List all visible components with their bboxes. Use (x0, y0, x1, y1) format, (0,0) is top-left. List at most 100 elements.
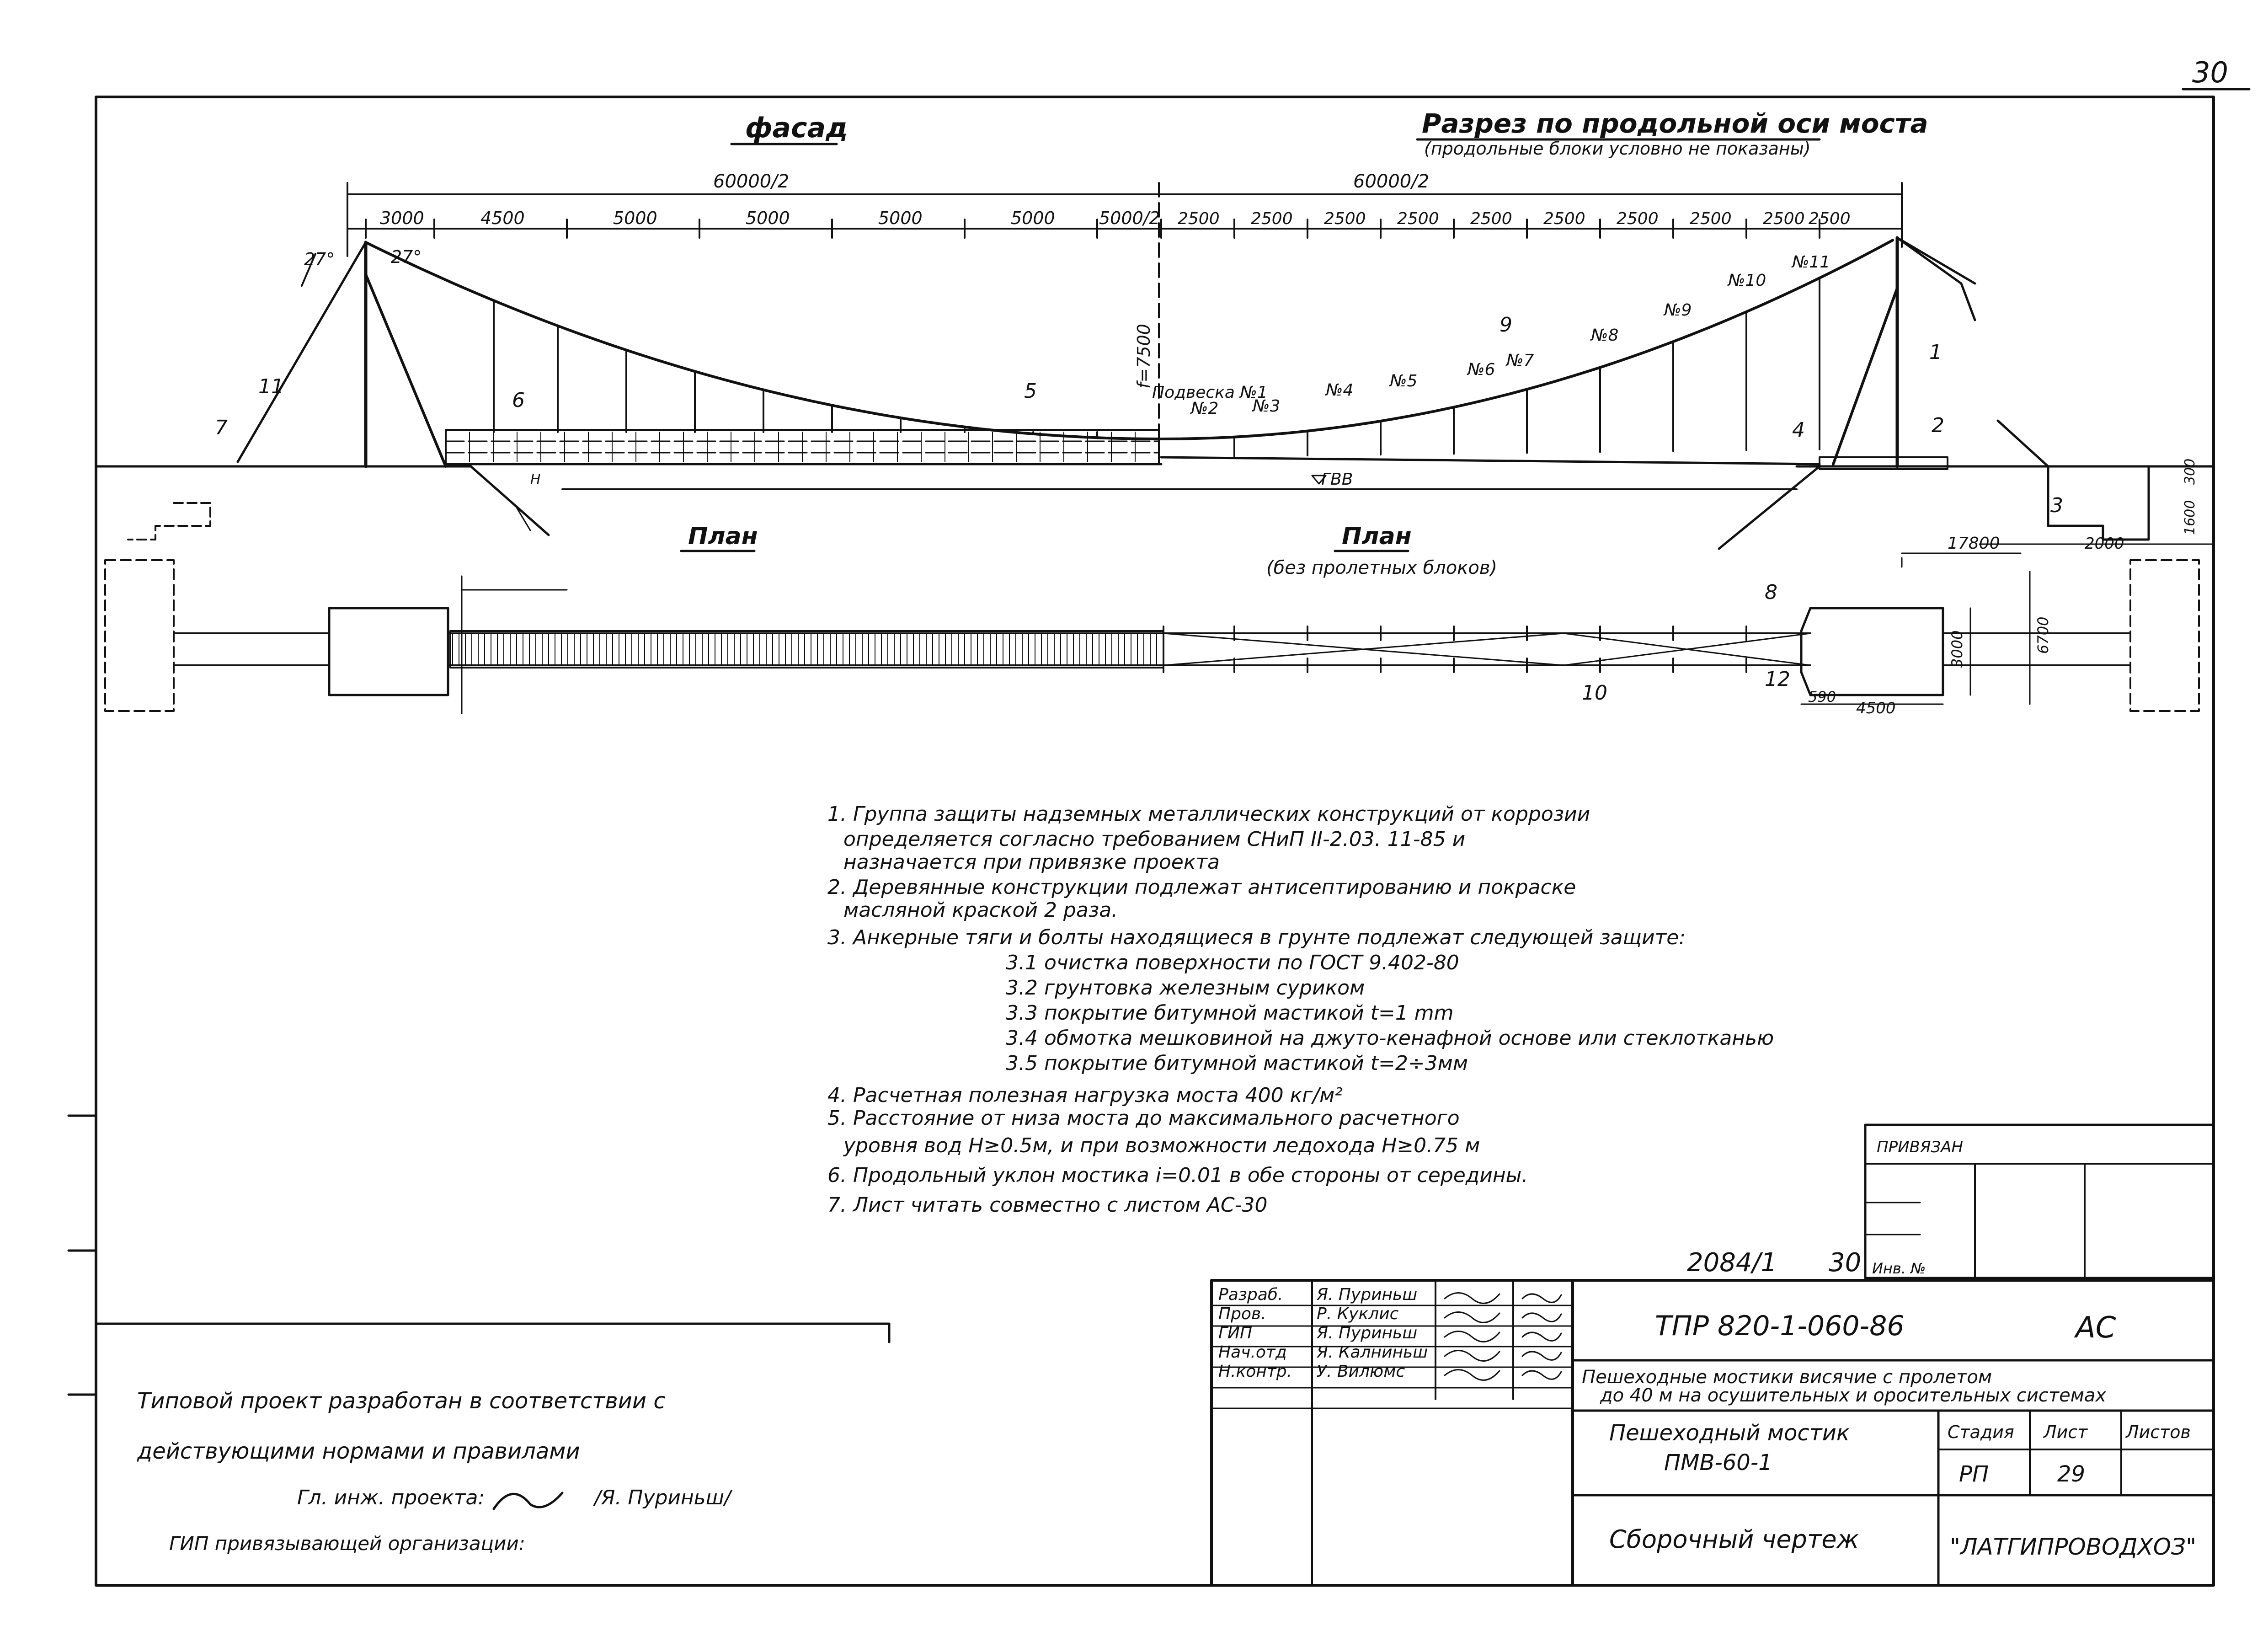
tb-date-mark (1521, 1312, 1562, 1322)
hanger-label: №9 (1663, 301, 1692, 320)
dim-right-label: 2500 (1470, 209, 1512, 228)
organization: "ЛАТГИПРОВОДХОЗ" (1950, 1534, 2196, 1560)
chief-signature (492, 1492, 564, 1510)
hanger-title: Подвеска №1 (1152, 383, 1268, 402)
compliance-block: Типовой проект разработан в соответствии… (95, 1322, 891, 1555)
plan-right-subtitle: (без пролетных блоков) (1266, 557, 1497, 578)
deck-right (1160, 456, 1821, 465)
stage-value: РП (1959, 1461, 1989, 1487)
dim-half-right: 60000/2 (1353, 171, 1429, 192)
note-line: 3.3 покрытие битумной мастикой t=1 mm (1006, 1001, 1454, 1025)
dim-right-label: 2500 (1543, 209, 1585, 228)
note-line: определяется согласно требованием СНиП I… (843, 828, 1465, 851)
dim-right-label: 2500 (1763, 209, 1805, 228)
cable-path (364, 239, 1894, 440)
page-number: 30 (2192, 56, 2228, 89)
dim-3000: 3000 (1948, 631, 1966, 668)
position-callout: 6 (512, 389, 525, 412)
note-line: назначается при привязке проекта (843, 850, 1220, 874)
hanger-label: №5 (1389, 372, 1417, 390)
backstay-right (1896, 236, 1976, 285)
drawing-name: Сборочный чертеж (1609, 1525, 1859, 1554)
dim-590: 590 (1808, 688, 1836, 706)
ground-line (95, 419, 2215, 550)
plan-view (104, 552, 2200, 714)
dim-right-label: 2500 (1617, 209, 1659, 228)
dim-17800: 17800 (1948, 534, 2000, 553)
hanger-label: №10 (1727, 271, 1766, 290)
position-callout: 4 (1792, 418, 1805, 442)
dim-right-label: 2500 (1690, 209, 1732, 228)
note-line: 3.5 покрытие битумной мастикой t=2÷3мм (1006, 1052, 1468, 1075)
note-line: 4. Расчетная полезная нагрузка моста 400… (827, 1084, 1343, 1107)
note-line: 6. Продольный уклон мостика i=0.01 в обе… (827, 1164, 1528, 1187)
tb-name: Я. Калниньш (1316, 1343, 1428, 1362)
tb-name: Я. Пуриньш (1316, 1285, 1417, 1304)
hanger-label: №6 (1467, 360, 1495, 379)
stamp-left: 2084/1 (1687, 1248, 1777, 1278)
dim-sag: f=7500 (1134, 324, 1154, 389)
tb-signature (1444, 1369, 1500, 1381)
note-line: уровня вод H≥0.5м, и при возможности лед… (843, 1134, 1480, 1157)
gvv-mark: ГВВ (1321, 470, 1353, 489)
note-line: 3.2 грунтовка железным суриком (1006, 976, 1365, 1000)
dim-right-label: 2500 (1397, 209, 1439, 228)
position-callout: 9 (1500, 313, 1512, 337)
dim-half-left: 60000/2 (713, 171, 789, 192)
dim-right-label: 2500 (1251, 209, 1293, 228)
dim-left-label: 5000 (878, 208, 923, 228)
hangers (493, 277, 1820, 458)
tb-role: Нач.отд (1218, 1343, 1287, 1362)
compliance-line1: Типовой проект разработан в соответствии… (137, 1388, 666, 1414)
tb-signature (1444, 1331, 1500, 1342)
main-cable (364, 236, 1976, 440)
gip-line: ГИП привязывающей организации: (169, 1532, 525, 1555)
facade-title: фасад (745, 112, 848, 144)
sheet-frame (95, 96, 2215, 1587)
right-pylon (1819, 236, 1976, 470)
position-callout: 12 (1765, 668, 1790, 691)
doc-code: ТПР 820-1-060-86 (1655, 1310, 1905, 1342)
h-mark: H (530, 471, 541, 487)
sheet-value: 29 (2057, 1461, 2085, 1487)
stage-label: Стадия (1948, 1422, 2014, 1442)
position-callout: 10 (1582, 681, 1607, 705)
position-callout: 5 (1024, 380, 1037, 403)
sheets-label: Листов (2125, 1422, 2191, 1442)
position-callout: 2 (1932, 414, 1944, 437)
inv-label: Инв. № (1872, 1260, 1926, 1277)
dim-4500-plan: 4500 (1856, 699, 1896, 717)
dim-6700: 6700 (2034, 617, 2052, 654)
project-line2: до 40 м на осушительных и оросительных с… (1600, 1385, 2106, 1406)
dim-1600: 1600 (2182, 500, 2198, 535)
tb-signature (1444, 1350, 1500, 1362)
dim-left-label: 5000 (613, 208, 657, 228)
note-line: 3. Анкерные тяги и болты находящиеся в г… (827, 926, 1686, 949)
hanger-label: №11 (1791, 253, 1830, 272)
tb-name: Я. Пуриньш (1316, 1324, 1417, 1342)
position-callout: 3 (2050, 494, 2063, 517)
hanger-label: №7 (1505, 351, 1534, 370)
chief-label: Гл. инж. проекта: (297, 1486, 485, 1509)
tb-name: Р. Куклис (1317, 1305, 1399, 1323)
tb-date-mark (1521, 1351, 1562, 1361)
hanger-label: №2 (1190, 399, 1218, 418)
doc-mark: АС (2074, 1311, 2116, 1345)
note-line: масляной краской 2 раза. (843, 898, 1118, 922)
plan-left-title: План (688, 523, 758, 550)
position-callout: 1 (1929, 341, 1942, 364)
compliance-line2: действующими нормами и правилами (137, 1438, 580, 1464)
dim-300: 300 (2182, 459, 2198, 485)
position-callout: 11 (258, 375, 284, 398)
tb-signature (1444, 1292, 1500, 1304)
tb-role: Н.контр. (1218, 1362, 1292, 1381)
note-line: 3.4 обмотка мешковиной на джуто-кенафной… (1006, 1027, 1774, 1050)
hanger-label: №3 (1252, 397, 1280, 416)
note-line: 2. Деревянные конструкции подлежат антис… (827, 876, 1576, 899)
dim-right-label: 2500 (1809, 209, 1851, 228)
